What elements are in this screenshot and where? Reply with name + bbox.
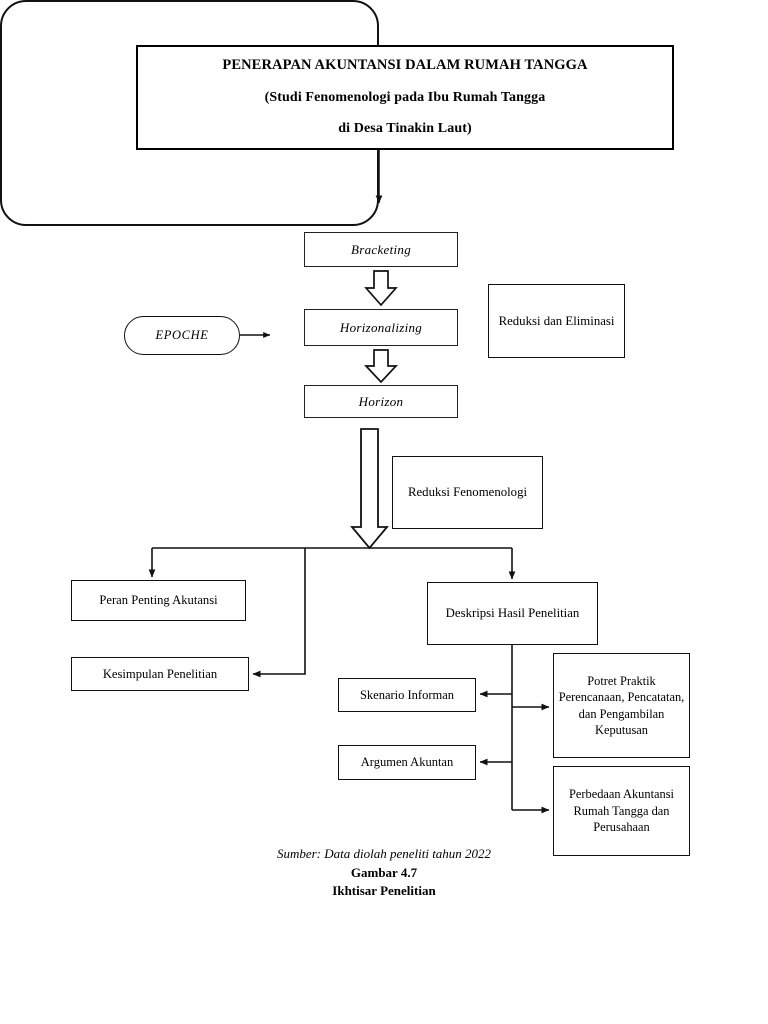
- wire-branch-kesimpulan: [252, 548, 306, 678]
- node-skenario-informan-label: Skenario Informan: [359, 687, 455, 702]
- node-horizon-label: Horizon: [358, 393, 404, 409]
- node-bracketing-label: Bracketing: [350, 241, 412, 257]
- node-reduksi-fenomenologi: Reduksi Fenomenologi: [392, 456, 543, 529]
- node-skenario-informan: Skenario Informan: [338, 678, 476, 712]
- node-kesimpulan-penelitian: Kesimpulan Penelitian: [71, 657, 249, 691]
- node-perbedaan-akuntansi: Perbedaan Akuntansi Rumah Tangga dan Per…: [553, 766, 690, 856]
- title-line-1: PENERAPAN AKUNTANSI DALAM RUMAH TANGGA: [222, 57, 588, 74]
- node-peran-penting-akutansi-label: Peran Penting Akutansi: [99, 593, 218, 608]
- figure-caption: Sumber: Data diolah peneliti tahun 2022 …: [0, 846, 768, 899]
- node-reduksi-fenomenologi-label: Reduksi Fenomenologi: [407, 485, 528, 500]
- block-arrow-horizonalizing-horizon: [364, 349, 398, 384]
- node-potret-praktik-label: Potret Praktik Perencanaan, Pencatatan, …: [558, 673, 685, 737]
- node-deskripsi-hasil-penelitian-label: Deskripsi Hasil Penelitian: [445, 606, 580, 621]
- block-arrow-bracketing-horizonalizing: [364, 270, 398, 307]
- node-reduksi-dan-eliminasi-label: Reduksi dan Eliminasi: [498, 313, 615, 328]
- block-arrow-container-to-branch: [350, 428, 389, 550]
- node-epoche-label: EPOCHE: [155, 328, 209, 343]
- node-argumen-akuntan: Argumen Akuntan: [338, 745, 476, 780]
- node-reduksi-dan-eliminasi: Reduksi dan Eliminasi: [488, 284, 625, 358]
- node-peran-penting-akutansi: Peran Penting Akutansi: [71, 580, 246, 621]
- caption-source: Sumber: Data diolah peneliti tahun 2022: [276, 846, 492, 861]
- title-line-3: di Desa Tinakin Laut): [338, 121, 472, 137]
- caption-figure-title: Ikhtisar Penelitian: [332, 882, 436, 898]
- title-line-2: (Studi Fenomenologi pada Ibu Rumah Tangg…: [264, 89, 546, 105]
- caption-figure-number: Gambar 4.7: [350, 865, 418, 880]
- node-argumen-akuntan-label: Argumen Akuntan: [360, 755, 454, 770]
- node-epoche: EPOCHE: [124, 316, 240, 355]
- node-potret-praktik: Potret Praktik Perencanaan, Pencatatan, …: [553, 653, 690, 758]
- node-horizon: Horizon: [304, 385, 458, 418]
- node-horizonalizing: Horizonalizing: [304, 309, 458, 346]
- node-bracketing: Bracketing: [304, 232, 458, 267]
- node-perbedaan-akuntansi-label: Perbedaan Akuntansi Rumah Tangga dan Per…: [569, 787, 674, 835]
- node-deskripsi-hasil-penelitian: Deskripsi Hasil Penelitian: [427, 582, 598, 645]
- node-horizonalizing-label: Horizonalizing: [339, 319, 423, 335]
- figure-title-box: PENERAPAN AKUNTANSI DALAM RUMAH TANGGA (…: [136, 45, 674, 150]
- node-kesimpulan-penelitian-label: Kesimpulan Penelitian: [102, 666, 218, 681]
